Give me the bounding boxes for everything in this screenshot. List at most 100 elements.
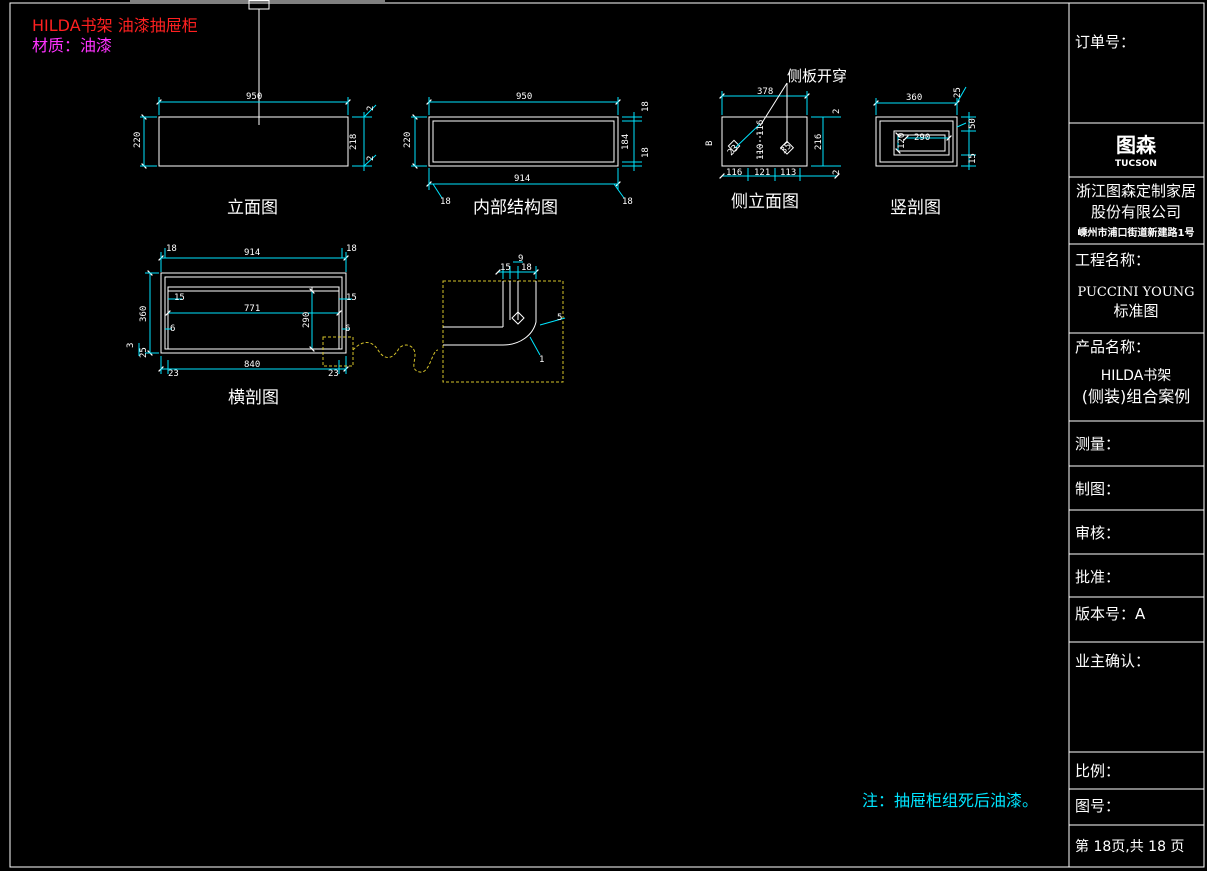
internal-inner <box>432 120 615 163</box>
dim-side-top: 2 <box>832 109 842 114</box>
dim-hor-6a: 6 <box>170 324 175 334</box>
dim-vert-right1: 50 <box>968 118 978 129</box>
view-title-horizontal: 横剖图 <box>228 388 279 408</box>
dim-int-bottom-left: 18 <box>440 197 451 207</box>
tb-measure: 测量： <box>1075 435 1120 453</box>
dim-side-right: 216 <box>814 134 824 150</box>
dim-side-bottom: 2 <box>832 170 842 175</box>
dim-int-bottom-right: 18 <box>622 197 633 207</box>
tb-review: 审核： <box>1075 524 1120 542</box>
dim-hor-right: 18 <box>346 244 357 254</box>
tb-product-desc: (侧装)组合案例 <box>1082 387 1191 406</box>
dim-int-height: 220 <box>403 132 413 148</box>
dim-elev-bottom: 2 <box>366 156 376 161</box>
tb-company-line2: 股份有限公司 <box>1091 203 1181 221</box>
dim-hor-s1: 3 <box>126 343 136 348</box>
callout-side-hole: 侧板开穿 <box>787 67 847 85</box>
elevation-view <box>140 97 377 171</box>
title-block <box>1068 3 1204 867</box>
horizontal-section-view <box>138 248 352 374</box>
dim-side-height: B <box>705 141 715 146</box>
detail-leader-curve <box>352 342 439 373</box>
tb-order-no: 订单号： <box>1075 33 1135 51</box>
dim-hor-bottom-right: 23 <box>328 369 339 379</box>
tb-page: 第 18页,共 18 页 <box>1075 838 1184 855</box>
detail-callout-box <box>322 336 354 367</box>
dim-side-d: 35 <box>779 141 794 156</box>
dim-vert-top: 25 <box>953 87 963 98</box>
side-outline <box>721 116 808 167</box>
dim-side-b1: 116 <box>726 168 742 178</box>
dim-det-9: 9 <box>518 254 523 264</box>
dim-det-1: 1 <box>539 355 544 365</box>
dim-vert-left: 120 <box>897 133 907 149</box>
dim-int-bottom-width: 914 <box>514 174 530 184</box>
dim-hor-inner-height: 290 <box>302 312 312 328</box>
internal-structure-view <box>411 97 642 199</box>
side-elevation-view <box>719 82 841 181</box>
tb-draw: 制图： <box>1075 480 1120 498</box>
dim-vert-width: 360 <box>906 93 922 103</box>
dim-int-width: 950 <box>516 92 532 102</box>
tb-project-label: 工程名称： <box>1075 251 1150 269</box>
elevation-outline <box>158 116 349 167</box>
dim-hor-s2: 25 <box>139 347 149 358</box>
dim-int-bottom: 18 <box>641 147 651 158</box>
dim-side-b2: 121 <box>754 168 770 178</box>
dim-hor-bottom-width: 840 <box>244 360 260 370</box>
hor-outer <box>160 272 347 354</box>
side-hole-left <box>727 139 741 153</box>
internal-outer <box>428 116 619 167</box>
tb-address: 嵊州市浦口街道新建路1号 <box>1078 226 1195 239</box>
dim-vert-inner: 290 <box>914 133 930 143</box>
tb-drawing-no: 图号： <box>1075 797 1120 815</box>
brand-logo: 图森 <box>1116 133 1157 157</box>
view-title-side: 侧立面图 <box>731 192 799 212</box>
dim-elev-inner-height: 218 <box>349 134 359 150</box>
tb-company-line1: 浙江图森定制家居 <box>1076 182 1196 200</box>
drawing-border <box>9 2 1205 868</box>
material-label: 材质：油漆 <box>32 36 112 55</box>
tb-version: 版本号：A <box>1075 605 1146 623</box>
drawing-title: HILDA书架 油漆抽屉柜 <box>32 16 198 35</box>
dim-side-b3: 113 <box>780 168 796 178</box>
tb-approve: 批准： <box>1075 568 1120 586</box>
dim-hor-bottom-left: 23 <box>168 369 179 379</box>
vertical-section-view <box>873 86 976 170</box>
dim-hor-height: 360 <box>139 306 149 322</box>
dim-hor-width: 914 <box>244 248 260 258</box>
note-text: 注：抽屉柜组死后油漆。 <box>862 791 1038 810</box>
brand-subtitle: TUCSON <box>1115 159 1157 169</box>
side-hole-right <box>779 140 795 155</box>
vert-drawer <box>893 130 950 156</box>
dim-side-width: 378 <box>757 87 773 97</box>
dim-det-15: 15 <box>500 263 511 273</box>
tb-product-name: HILDA书架 <box>1101 368 1172 384</box>
dim-det-r: 5 <box>557 313 562 323</box>
dim-vert-right2: 15 <box>968 153 978 164</box>
dim-hor-inner: 771 <box>244 304 260 314</box>
dim-hor-left: 18 <box>166 244 177 254</box>
dim-side-a: 116 <box>756 120 766 136</box>
corner-detail-view <box>442 261 566 383</box>
dim-det-18: 18 <box>521 263 532 273</box>
dim-hor-15b: 15 <box>346 293 357 303</box>
dim-elev-top: 2 <box>366 106 376 111</box>
tb-project-name: PUCCINI YOUNG <box>1077 285 1194 300</box>
tb-scale: 比例： <box>1075 762 1120 780</box>
view-title-internal: 内部结构图 <box>473 198 558 218</box>
tb-project-type: 标准图 <box>1113 302 1158 320</box>
vert-outer <box>875 116 958 167</box>
dim-side-b: 110 <box>756 144 766 160</box>
view-title-vertical: 竖剖图 <box>890 198 941 218</box>
dim-hor-6b: 6 <box>345 324 350 334</box>
vert-inner <box>879 120 954 163</box>
dim-int-top: 18 <box>641 101 651 112</box>
hor-drawer <box>167 286 340 350</box>
dim-int-inner: 184 <box>621 134 631 150</box>
view-title-elevation: 立面图 <box>227 198 278 218</box>
dim-hor-15a: 15 <box>174 293 185 303</box>
tb-owner-confirm: 业主确认： <box>1075 652 1150 670</box>
dim-elev-height: 220 <box>133 132 143 148</box>
